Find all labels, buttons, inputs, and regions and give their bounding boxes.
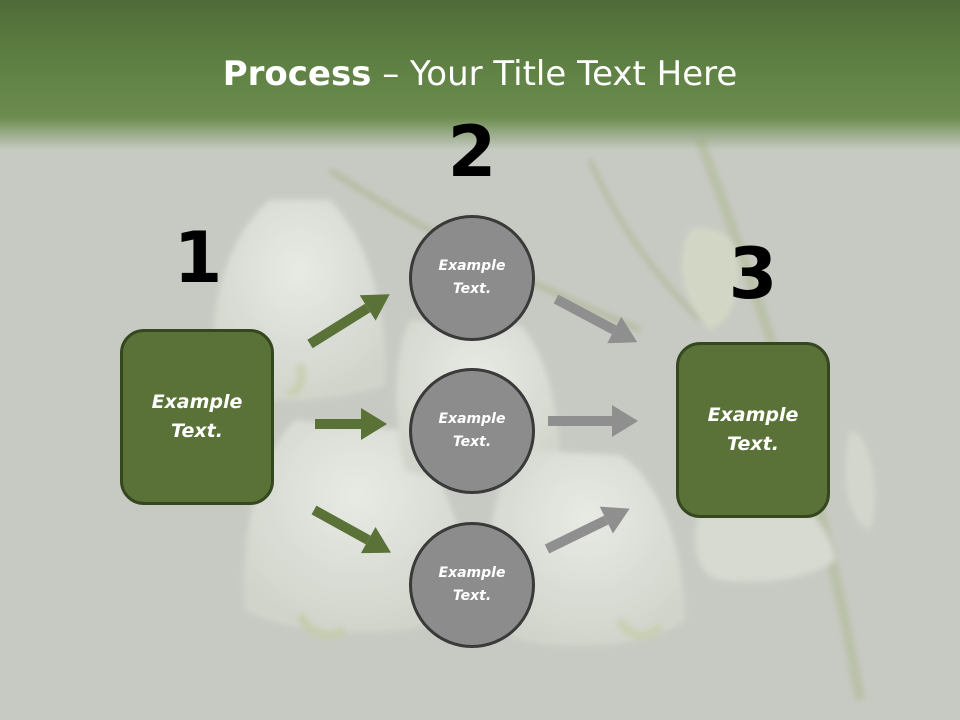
middle-circle-top: Example Text. (409, 215, 535, 341)
arrow-from-center-circle (548, 405, 638, 437)
green-arrows (307, 294, 391, 554)
step-number-1: 1 (173, 217, 223, 299)
arrow-to-top-circle (307, 294, 390, 349)
left-step-box-text: Example Text. (151, 391, 243, 442)
middle-circle-bottom: Example Text. (409, 522, 535, 648)
left-step-box: Example Text. (120, 329, 274, 505)
step-number-3: 3 (728, 233, 778, 315)
arrow-to-center-circle (315, 408, 387, 440)
arrow-from-top-circle (553, 294, 638, 344)
slide-title: Process – Your Title Text Here (0, 52, 960, 96)
title-band (0, 0, 960, 150)
right-step-box: Example Text. (676, 342, 830, 518)
middle-circle-bottom-text: Example Text. (438, 565, 506, 604)
middle-circle-top-text: Example Text. (438, 258, 506, 297)
arrow-from-bottom-circle (544, 506, 630, 554)
step-number-2: 2 (447, 111, 497, 193)
right-step-box-text: Example Text. (707, 404, 799, 455)
gray-arrows (544, 294, 638, 554)
title-rest-part: – Your Title Text Here (371, 54, 738, 94)
arrow-to-bottom-circle (311, 505, 391, 554)
middle-circle-center-text: Example Text. (438, 411, 506, 450)
title-bold-part: Process (222, 54, 372, 94)
middle-circle-center: Example Text. (409, 368, 535, 494)
